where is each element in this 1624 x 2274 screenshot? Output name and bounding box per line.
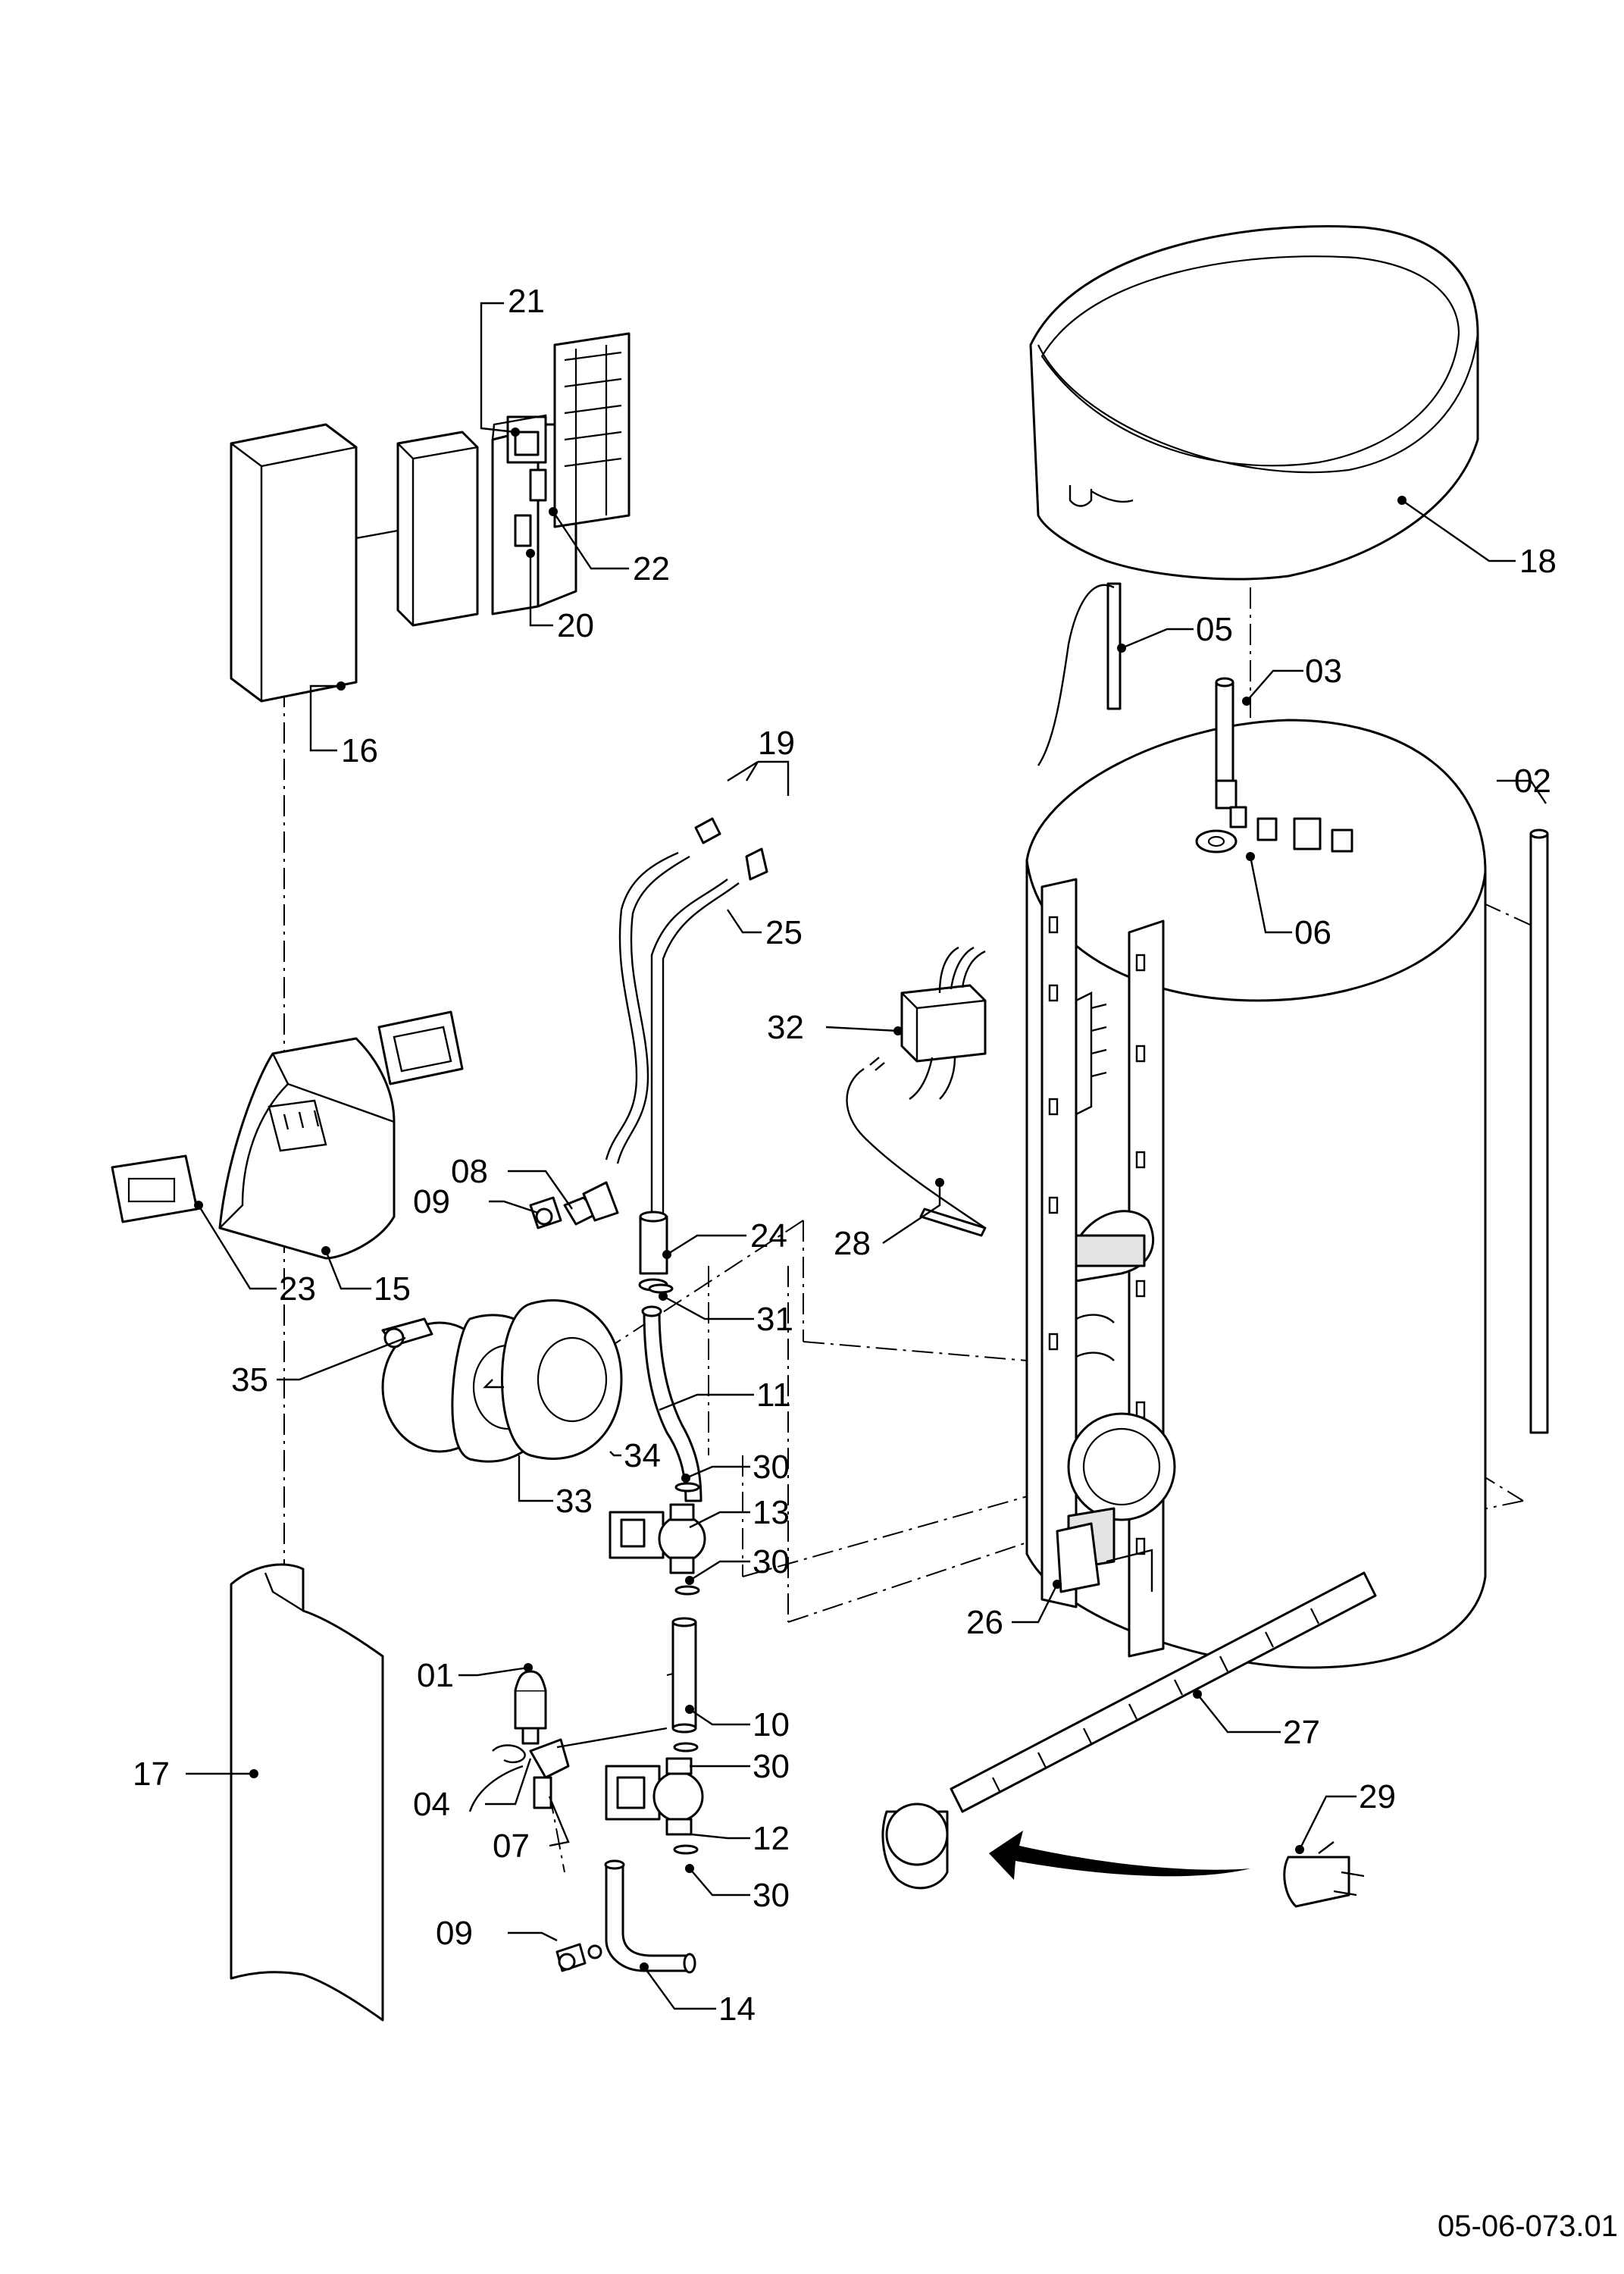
top-cover <box>1029 225 1479 581</box>
callout-11: 11 <box>756 1377 791 1414</box>
control-cover-inner <box>396 431 479 627</box>
callout-02: 02 <box>1514 763 1551 800</box>
junction-box <box>900 946 987 1100</box>
sensor-05 <box>1037 582 1122 766</box>
pipe-25 <box>605 851 740 1213</box>
flange-set <box>381 1299 623 1463</box>
pipe-11 <box>641 1305 702 1502</box>
callout-19: 19 <box>758 725 795 762</box>
leader-lines <box>186 302 1547 2010</box>
pipe-10 <box>671 1617 697 1734</box>
callout-08: 08 <box>451 1153 488 1190</box>
callout-09-lower: 09 <box>436 1915 473 1952</box>
callout-30-c: 30 <box>753 1748 790 1785</box>
callout-35: 35 <box>231 1361 268 1399</box>
callout-12: 12 <box>753 1820 790 1857</box>
callout-30-d: 30 <box>753 1877 790 1914</box>
callout-15: 15 <box>374 1270 411 1308</box>
seal-rings <box>648 1283 700 1855</box>
callout-10: 10 <box>753 1706 790 1743</box>
callout-06: 06 <box>1294 914 1331 951</box>
callout-09-upper: 09 <box>413 1183 450 1220</box>
callout-32: 32 <box>767 1009 804 1046</box>
callout-18: 18 <box>1519 543 1557 580</box>
fittings-19 <box>694 817 768 881</box>
callout-28: 28 <box>834 1225 871 1262</box>
storage-tank <box>1025 677 1487 1669</box>
control-panel <box>111 1010 464 1260</box>
callout-04: 04 <box>413 1786 450 1823</box>
callout-21: 21 <box>508 283 545 320</box>
control-cover-front <box>230 423 399 703</box>
safety-valve-01-07 <box>468 1670 668 1812</box>
pipe-14 <box>555 1859 696 1974</box>
valve-08-09 <box>529 1181 619 1229</box>
callout-29: 29 <box>1359 1778 1396 1815</box>
pipe-24 <box>638 1211 668 1292</box>
callout-22: 22 <box>633 550 670 587</box>
sensor-rod-02 <box>1529 828 1549 1434</box>
callout-16: 16 <box>341 732 378 769</box>
leader-dots <box>194 428 1407 1972</box>
callout-20: 20 <box>557 607 594 644</box>
callout-labels: 21 22 20 16 18 05 03 02 06 19 25 32 28 0… <box>133 283 1618 2243</box>
callout-01: 01 <box>417 1657 454 1694</box>
callout-34: 34 <box>624 1437 661 1474</box>
callout-07: 07 <box>493 1828 530 1865</box>
pump-13 <box>609 1503 706 1574</box>
pump-12 <box>605 1757 704 1836</box>
callout-31: 31 <box>756 1301 793 1338</box>
callout-25: 25 <box>765 914 803 951</box>
callout-33: 33 <box>555 1483 593 1520</box>
callout-27: 27 <box>1283 1714 1320 1751</box>
sensor-28 <box>846 1057 987 1237</box>
side-panel <box>230 1563 384 2022</box>
callout-24: 24 <box>750 1217 787 1254</box>
callout-26: 26 <box>966 1604 1003 1641</box>
callout-13: 13 <box>753 1494 790 1531</box>
callout-17: 17 <box>133 1756 170 1793</box>
heater-element <box>881 1571 1377 1908</box>
callout-14: 14 <box>718 1991 756 2028</box>
callout-23: 23 <box>279 1270 316 1308</box>
callout-03: 03 <box>1305 653 1342 690</box>
callout-30-b: 30 <box>753 1543 790 1580</box>
document-number: 05-06-073.01 <box>1438 2210 1618 2243</box>
callout-05: 05 <box>1196 611 1233 648</box>
control-board <box>491 332 631 615</box>
callout-30-a: 30 <box>753 1449 790 1486</box>
